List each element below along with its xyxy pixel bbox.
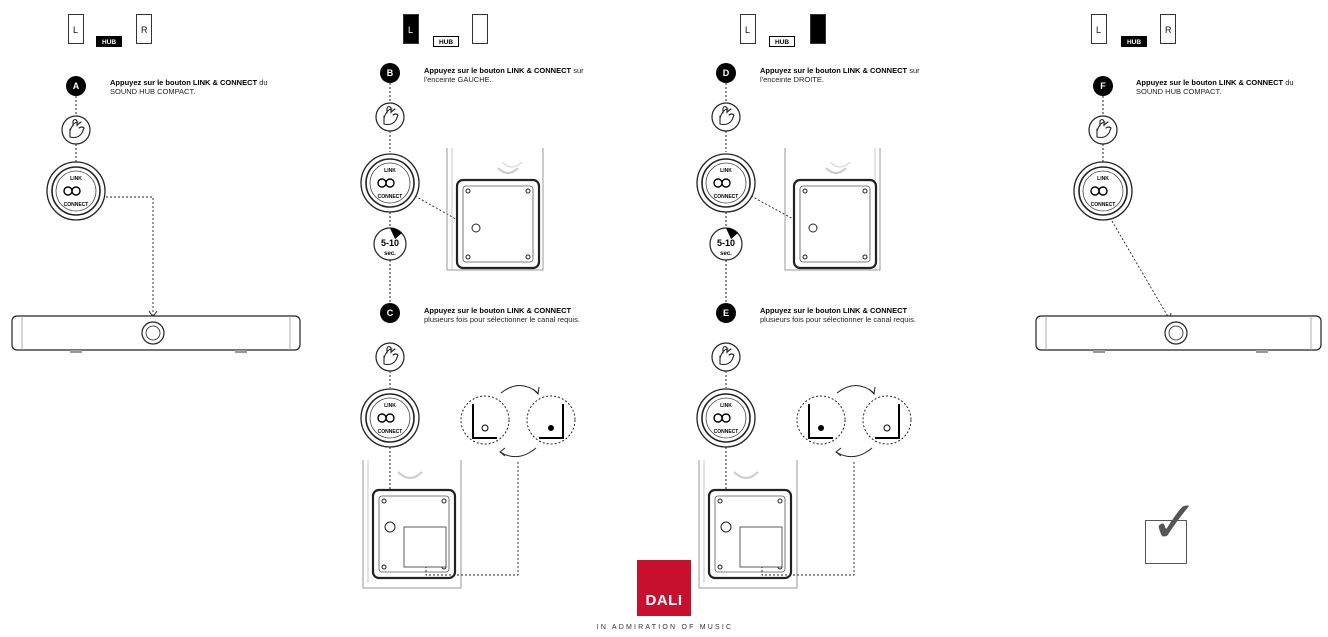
dali-logo: DALI	[637, 560, 691, 616]
hub-label: HUB	[774, 39, 790, 46]
step-b-letter: B	[386, 68, 394, 78]
speaker-right-indicator-4: R	[1160, 14, 1176, 44]
step-a-line2: SOUND HUB COMPACT.	[110, 87, 196, 96]
speaker-left-indicator-4: L	[1091, 14, 1107, 44]
step-d-text: Appuyez sur le bouton LINK & CONNECT sur…	[760, 66, 970, 84]
link-connect-button-labels: LINK CONNECT LINK CONNECT LINK CONNECT L…	[64, 168, 1116, 435]
step-e-bold: Appuyez sur le bouton LINK & CONNECT	[760, 306, 908, 315]
timer-unit-d: sec.	[720, 251, 732, 257]
step-c-text: Appuyez sur le bouton LINK & CONNECT plu…	[424, 306, 634, 324]
link-label-b: LINK	[384, 168, 396, 174]
timer-unit-b: sec.	[384, 251, 396, 257]
hub-indicator-4: HUB	[1121, 36, 1147, 47]
link-label-e: LINK	[720, 403, 732, 409]
speaker-left-label: L	[1096, 25, 1102, 35]
step-b-line2: l'enceinte GAUCHE.	[424, 75, 492, 84]
step-f-letter: F	[1100, 81, 1106, 91]
step-e-letter: E	[722, 308, 729, 318]
step-e-line2: plusieurs fois pour sélectionner le cana…	[760, 315, 916, 324]
step-d-bold: Appuyez sur le bouton LINK & CONNECT	[760, 66, 908, 75]
check-symbol: ✓	[1150, 488, 1199, 556]
hub-label: HUB	[1126, 39, 1142, 46]
speaker-right-label: R	[141, 25, 148, 35]
step-a-letter: A	[72, 81, 80, 91]
step-b-rest: sur	[573, 66, 584, 75]
step-c-illustration	[360, 342, 576, 589]
step-c-bold: Appuyez sur le bouton LINK & CONNECT	[424, 306, 572, 315]
hub-indicator-2: HUB	[433, 36, 459, 47]
connect-label-a: CONNECT	[64, 202, 89, 208]
hub-label: HUB	[101, 39, 117, 46]
step-f-line2: SOUND HUB COMPACT.	[1136, 87, 1222, 96]
connect-label-c: CONNECT	[378, 429, 403, 435]
brand-tagline: IN ADMIRATION OF MUSIC	[596, 624, 734, 631]
step-e-illustration	[696, 342, 912, 589]
step-a-illustration	[11, 96, 301, 353]
completion-checkbox	[1145, 520, 1187, 564]
link-label-f: LINK	[1097, 176, 1109, 182]
step-b-illustration	[360, 83, 544, 302]
step-a-text: Appuyez sur le bouton LINK & CONNECT du …	[110, 78, 320, 96]
connect-label-b: CONNECT	[378, 194, 403, 200]
step-b-bold: Appuyez sur le bouton LINK & CONNECT	[424, 66, 572, 75]
step-d-illustration	[696, 83, 881, 302]
step-b-badge: B	[380, 63, 400, 83]
step-a-bold: Appuyez sur le bouton LINK & CONNECT	[110, 78, 258, 87]
step-f-badge: F	[1093, 76, 1113, 96]
timer-value-b: 5-10	[381, 238, 399, 248]
speaker-right-label: R	[1165, 25, 1172, 35]
step-d-letter: D	[722, 68, 730, 78]
speaker-right-indicator-1: R	[136, 14, 152, 44]
hub-indicator-3: HUB	[769, 36, 795, 47]
connect-label-e: CONNECT	[714, 429, 739, 435]
connect-label-d: CONNECT	[714, 194, 739, 200]
step-f-text: Appuyez sur le bouton LINK & CONNECT du …	[1136, 78, 1326, 96]
step-d-line2: l'enceinte DROITE.	[760, 75, 824, 84]
step-e-badge: E	[716, 303, 736, 323]
connect-label-f: CONNECT	[1091, 202, 1116, 208]
timer-labels: 5-10 sec. 5-10 sec.	[381, 238, 735, 257]
step-a-rest: du	[259, 78, 268, 87]
link-label-a: LINK	[70, 176, 82, 182]
step-a-badge: A	[66, 76, 86, 96]
speaker-left-indicator-3: L	[740, 14, 756, 44]
step-e-text: Appuyez sur le bouton LINK & CONNECT plu…	[760, 306, 970, 324]
speaker-left-label: L	[745, 25, 751, 35]
timer-value-d: 5-10	[717, 238, 735, 248]
step-d-badge: D	[716, 63, 736, 83]
speaker-left-label: L	[73, 25, 79, 35]
hub-indicator-1: HUB	[96, 36, 122, 47]
speaker-left-indicator-1: L	[68, 14, 84, 44]
step-d-rest: sur	[909, 66, 920, 75]
check-icon: ✓	[1150, 488, 1199, 556]
step-c-letter: C	[386, 308, 394, 318]
speaker-right-indicator-2	[472, 14, 488, 44]
step-c-line2: plusieurs fois pour sélectionner le cana…	[424, 315, 580, 324]
step-b-text: Appuyez sur le bouton LINK & CONNECT sur…	[424, 66, 634, 84]
step-f-bold: Appuyez sur le bouton LINK & CONNECT	[1136, 78, 1284, 87]
link-label-c: LINK	[384, 403, 396, 409]
step-c-badge: C	[380, 303, 400, 323]
speaker-left-label: L	[408, 25, 414, 35]
step-f-illustration	[1035, 96, 1322, 353]
link-label-d: LINK	[720, 168, 732, 174]
hub-label: HUB	[438, 39, 454, 46]
speaker-left-indicator-2: L	[403, 14, 419, 44]
speaker-right-indicator-3	[810, 14, 826, 44]
logo-text: DALI	[645, 592, 683, 609]
step-f-rest: du	[1285, 78, 1294, 87]
